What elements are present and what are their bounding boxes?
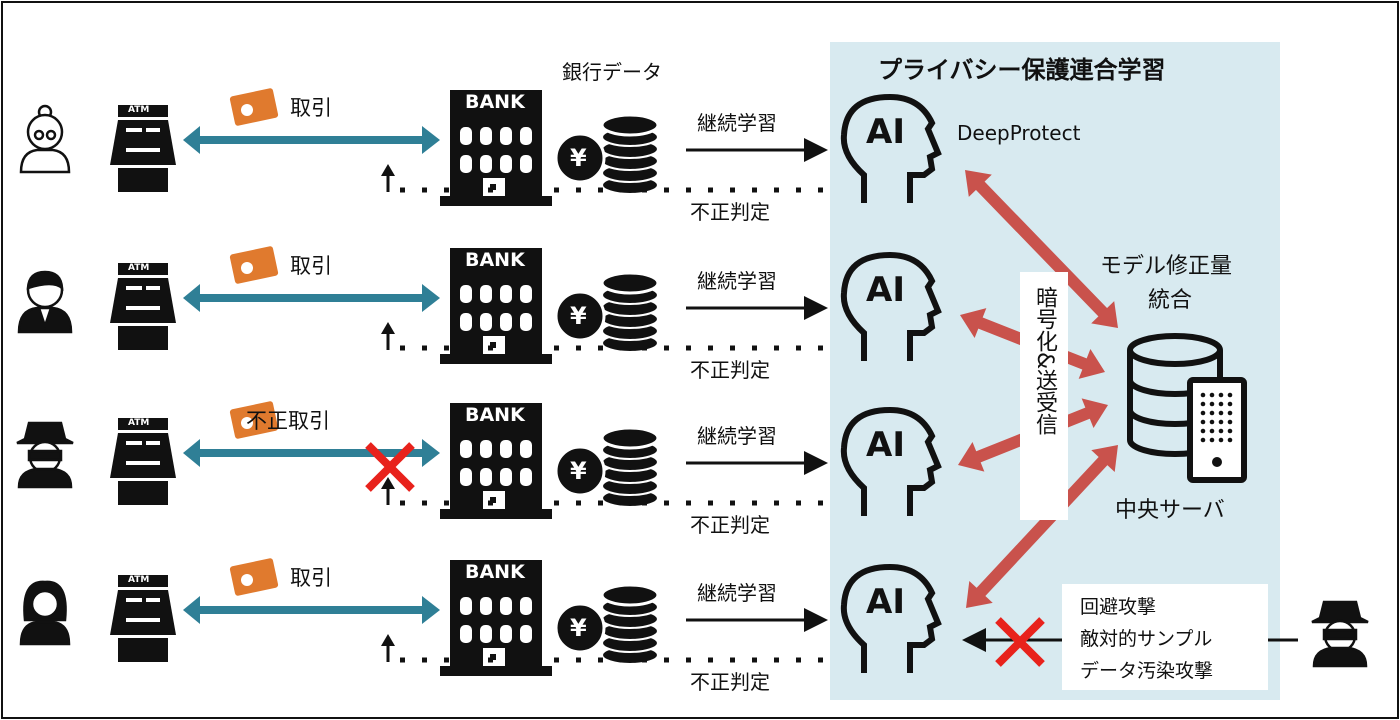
coin-stack-icon — [600, 271, 660, 353]
transaction-arrow — [183, 439, 440, 467]
money-icon — [229, 401, 279, 439]
bank-sign: BANK — [465, 249, 525, 271]
yen-symbol: ¥ — [570, 457, 587, 485]
yen-coin-icon — [554, 602, 606, 654]
continual-learning-label: 継続学習 — [697, 424, 777, 448]
encrypted-sync-arrow — [965, 170, 1119, 329]
man-icon — [17, 270, 73, 334]
coin-stack-icon — [600, 113, 660, 195]
ai-label: AI — [866, 112, 905, 152]
encryption-label: 暗号化&送受信 — [1032, 286, 1057, 436]
up-arrow-icon — [381, 322, 395, 350]
coin-stack-icon — [600, 583, 660, 665]
coin-stack-icon — [600, 426, 660, 508]
ai-head-icon — [840, 251, 942, 361]
ai-head-icon — [840, 406, 942, 516]
elderly-woman-icon — [19, 104, 71, 174]
ai-label: AI — [866, 270, 905, 310]
fraudster-icon — [16, 421, 74, 489]
atm-icon — [110, 418, 176, 505]
fraud-judgement-label: 不正判定 — [690, 358, 770, 382]
transaction-label: 取引 — [290, 566, 332, 590]
fraudster-icon — [1311, 600, 1369, 668]
yen-symbol: ¥ — [570, 614, 587, 642]
money-icon — [229, 88, 279, 126]
ai-label: AI — [866, 425, 905, 465]
fraud-judgement-label: 不正判定 — [690, 513, 770, 537]
bank-building-icon — [440, 560, 552, 676]
central-server-icon — [1127, 333, 1247, 483]
atm-sign: ATM — [128, 418, 150, 428]
panel-title: プライバシー保護連合学習 — [878, 56, 1166, 84]
transaction-arrow — [183, 596, 440, 624]
attack-line: データ汚染攻撃 — [1080, 660, 1214, 682]
product-name: DeepProtect — [957, 121, 1081, 145]
transaction-arrow — [183, 126, 440, 154]
bank-sign: BANK — [465, 561, 525, 583]
money-icon — [229, 246, 279, 284]
bank-sign: BANK — [465, 91, 525, 113]
atm-sign: ATM — [128, 263, 150, 273]
server-caption-line1: モデル修正量 — [1100, 254, 1233, 279]
server-name: 中央サーバ — [1115, 498, 1225, 523]
yen-coin-icon — [554, 290, 606, 342]
server-vent-icon — [1200, 392, 1233, 467]
server-caption-line2: 統合 — [1148, 288, 1193, 313]
attack-line: 回避攻撃 — [1080, 596, 1157, 618]
atm-icon — [110, 263, 176, 350]
continual-learning-label: 継続学習 — [697, 581, 777, 605]
money-icon — [229, 558, 279, 596]
bank-building-icon — [440, 248, 552, 364]
atm-icon — [110, 575, 176, 662]
yen-symbol: ¥ — [570, 144, 587, 172]
encrypted-sync-arrow — [966, 445, 1118, 608]
continual-learning-label: 継続学習 — [697, 111, 777, 135]
yen-coin-icon — [554, 132, 606, 184]
encryption-box: 暗号化&送受信 — [1020, 272, 1068, 520]
ai-head-icon — [840, 93, 942, 203]
ai-label: AI — [866, 582, 905, 622]
bank-sign: BANK — [465, 404, 525, 426]
bank-building-icon — [440, 90, 552, 206]
atm-sign: ATM — [128, 575, 150, 585]
attack-box: 回避攻撃 敵対的サンプル データ汚染攻撃 — [1062, 584, 1268, 690]
blocked-attack-x-icon — [995, 617, 1045, 667]
woman-icon — [19, 580, 71, 646]
transaction-label: 取引 — [290, 96, 332, 120]
transaction-label: 不正取引 — [246, 409, 330, 433]
attack-line: 敵対的サンプル — [1080, 628, 1213, 650]
continual-learning-label: 継続学習 — [697, 269, 777, 293]
bank-data-label: 銀行データ — [562, 60, 662, 84]
yen-coin-icon — [554, 445, 606, 497]
fraud-judgement-label: 不正判定 — [690, 670, 770, 694]
transaction-arrow — [183, 284, 440, 312]
transaction-label: 取引 — [290, 254, 332, 278]
atm-sign: ATM — [128, 105, 150, 115]
yen-symbol: ¥ — [570, 302, 587, 330]
fraud-judgement-label: 不正判定 — [690, 200, 770, 224]
ai-head-icon — [840, 563, 942, 673]
atm-icon — [110, 105, 176, 192]
blocked-transaction-x-icon — [365, 442, 415, 492]
up-arrow-icon — [381, 634, 395, 662]
up-arrow-icon — [381, 164, 395, 192]
up-arrow-icon — [381, 477, 395, 505]
